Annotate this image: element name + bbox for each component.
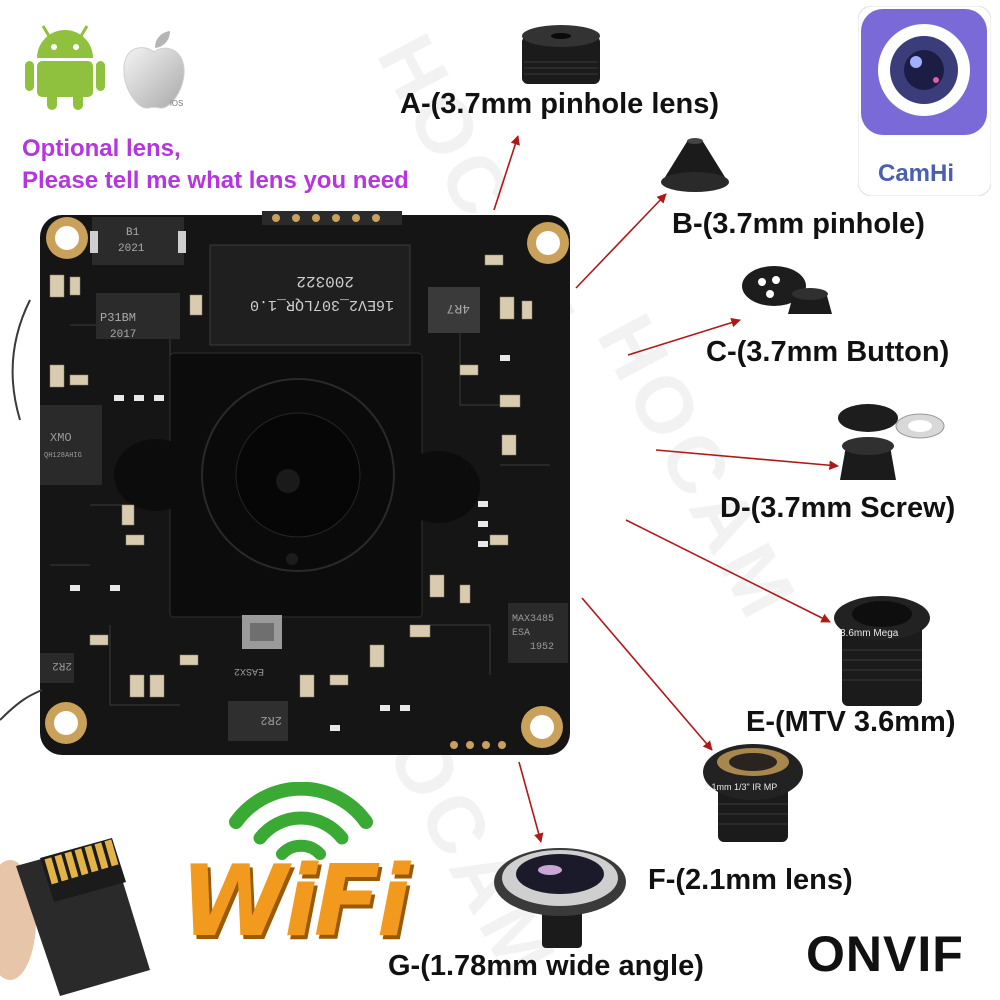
arrow-f: [581, 597, 713, 751]
mounting-hole: [521, 706, 563, 748]
pcb-marking-flash-code: QH128AHIG: [44, 452, 82, 460]
pcb-marking-r1: 2R2: [52, 659, 72, 671]
android-icon: [25, 25, 105, 110]
camhi-app-name: CamHi: [878, 160, 955, 187]
lens-a-label: A-(3.7mm pinhole lens): [400, 88, 720, 120]
mounting-hole: [527, 222, 569, 264]
lens-f-label: F-(2.1mm lens): [648, 864, 853, 896]
onvif-logo-text: ONVIF: [806, 926, 964, 982]
pcb-marking-chip: P31BM: [100, 311, 136, 325]
wifi-icon: [229, 782, 373, 860]
lens-a-image: [522, 25, 600, 84]
lens-d-label: D-(3.7mm Screw): [720, 492, 956, 524]
optional-lens-line-2: Please tell me what lens you need: [22, 167, 409, 194]
optional-lens-line-1: Optional lens,: [22, 135, 181, 162]
lens-c-label: C-(3.7mm Button): [706, 336, 950, 368]
pcb-marking-year2: 2017: [110, 329, 136, 341]
camhi-app-icon: [858, 6, 991, 196]
pcb-marking-b1: B1: [126, 227, 140, 239]
lens-f-image: 2.1mm 1/3" IR MP: [703, 744, 803, 842]
mounting-hole: [46, 217, 88, 259]
pcb-marking-max: MAX3485: [512, 614, 554, 625]
lens-e-image: 3.6mm Mega: [834, 596, 930, 706]
lens-b-image: [661, 138, 729, 192]
arrow-a: [493, 135, 520, 211]
optional-lens-note: Optional lens, Please tell me what lens …: [22, 133, 409, 197]
pcb-marking-r2: 2R2: [260, 713, 282, 727]
pcb-marking-esa: ESA: [512, 628, 530, 639]
pcb-marking-flash: XMO: [50, 431, 72, 445]
lens-e-label: E-(MTV 3.6mm): [746, 706, 956, 738]
arrow-b: [575, 193, 667, 289]
pcb-marking-model: 16EV2_307LQR_1.0: [250, 296, 394, 313]
arrow-c: [627, 317, 741, 356]
lens-c-image: [742, 266, 832, 314]
lens-d-image: [838, 404, 945, 480]
lens-g-label: G-(1.78mm wide angle): [388, 950, 704, 982]
mounting-hole: [45, 702, 87, 744]
arrow-g: [518, 761, 544, 843]
pcb-marking-crystal: EASX2: [234, 665, 264, 676]
lens-e-marking: 3.6mm Mega: [840, 628, 899, 639]
sd-card-icon: [0, 838, 150, 996]
lens-f-marking: 2.1mm 1/3" IR MP: [704, 782, 777, 792]
pcb-marking-esa-code: 1952: [530, 642, 554, 653]
lens-g-image: [494, 848, 626, 948]
pcb-marking-year1: 2021: [118, 243, 145, 255]
wifi-badge-text: WiFi: [180, 845, 410, 959]
apple-icon: iOS: [123, 31, 185, 109]
arrow-d: [655, 449, 839, 471]
ios-caption: iOS: [170, 99, 183, 108]
pcb-marking-date: 200322: [296, 272, 354, 290]
camera-pcb-board: B1 2021 P31BM 2017 16EV2_307LQR_1.0 2003…: [40, 211, 570, 755]
arrow-e: [625, 519, 831, 623]
pcb-marking-inductor: 4R7: [447, 301, 470, 316]
lens-b-label: B-(3.7mm pinhole): [672, 208, 925, 240]
